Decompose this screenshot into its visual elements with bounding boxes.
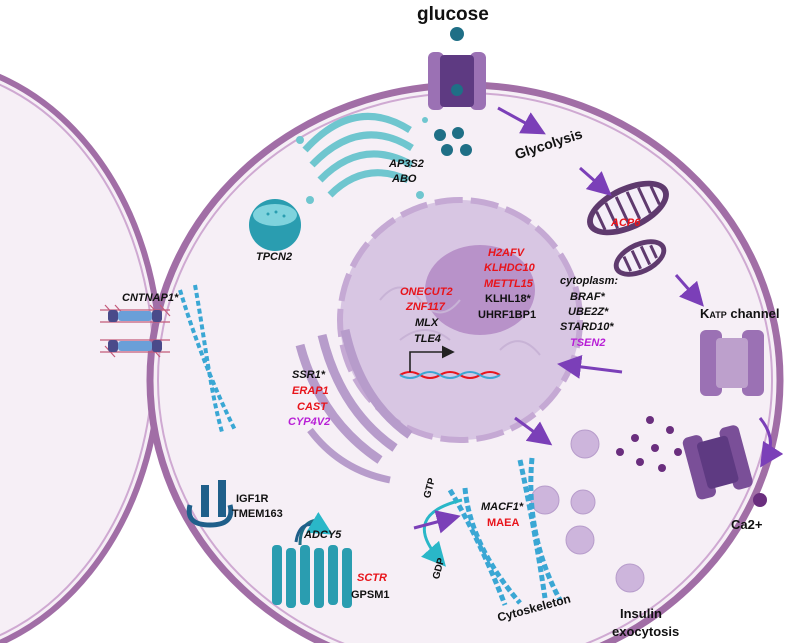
arrow-transport-to-glycolysis — [497, 106, 546, 135]
adcy5-arrow — [294, 511, 333, 543]
lysosome — [249, 199, 301, 251]
adcy5-gene: ADCY5 — [304, 529, 342, 541]
er-gene-ssr1: SSR1* — [292, 369, 326, 381]
insulin-label-line1: Insulin — [620, 606, 662, 621]
gtp-gdp-cycle-arrow — [421, 498, 463, 567]
er-gene-cast: CAST — [297, 401, 327, 413]
nucleus-gene-mettl15: METTL15 — [484, 278, 533, 290]
er-gene-erap1: ERAP1 — [292, 385, 329, 397]
cyto-gene-macf1: MACF1* — [481, 501, 524, 513]
nucleus — [337, 197, 583, 443]
nucleus-gene-tle4: TLE4 — [414, 333, 441, 345]
nucleus-gene-klhdc10: KLHDC10 — [484, 262, 535, 274]
nucleus-gene-znf117: ZNF117 — [406, 301, 445, 313]
nucleus-gene-mlx: MLX — [415, 317, 439, 329]
gpcr-gene-gpsm1: GPSM1 — [351, 589, 390, 601]
glucose-label: glucose — [417, 4, 489, 25]
calcium-label: Ca2+ — [731, 517, 763, 532]
arrow-cytoplasm-to-nucleus — [557, 354, 623, 379]
insulin-granules — [530, 429, 645, 593]
glucose-transporter — [428, 27, 486, 156]
mito-gene: ACP6 — [611, 217, 641, 229]
igf1r-receptor — [186, 480, 234, 528]
pathway-arrows — [413, 106, 784, 534]
arrow-mito-to-katp — [674, 274, 704, 307]
nucleus-gene-uhrf1bp1: UHRF1BP1 — [478, 309, 537, 321]
insulin-label-line2: exocytosis — [612, 624, 680, 639]
arrow-katp-to-calcium — [758, 417, 784, 468]
gpcr-gene-sctr: SCTR — [357, 572, 387, 584]
er-gene-cyp4v2: CYP4V2 — [288, 416, 331, 428]
arrow-gtp-to-cytoskeleton — [413, 510, 461, 534]
golgi-gene-2: ABO — [392, 173, 417, 185]
receptor-gene-igf1r: IGF1R — [236, 493, 269, 505]
calcium-ions — [616, 416, 767, 507]
nucleus-gene-onecut2: ONECUT2 — [400, 286, 453, 298]
cytoplasm-gene-tsen2: TSEN2 — [570, 337, 606, 349]
dna-helix — [399, 371, 501, 379]
endoplasmic-reticulum — [295, 329, 413, 484]
cell-junction — [100, 304, 171, 358]
katp-label-suffix: channel — [726, 306, 780, 321]
katp-label: KATP channel — [700, 307, 779, 320]
nucleus-gene-klhl18: KLHL18* — [485, 293, 531, 305]
katp-channel — [700, 330, 764, 396]
cytoplasm-title: cytoplasm: — [560, 275, 619, 287]
junction-gene: CNTNAP1* — [122, 292, 179, 304]
katp-label-main: K — [700, 306, 710, 321]
cytoplasm-gene-stard10: STARD10* — [560, 321, 614, 333]
cyto-gene-maea: MAEA — [487, 517, 520, 529]
golgi-apparatus — [296, 112, 428, 204]
lysosome-gene: TPCN2 — [256, 251, 293, 263]
calcium-channel — [682, 425, 753, 500]
cytoplasm-gene-ube2z: UBE2Z* — [568, 306, 609, 318]
arrow-nucleus-to-granules — [514, 416, 553, 446]
receptor-gene-tmem163: TMEM163 — [232, 508, 283, 520]
nucleus-gene-h2afv: H2AFV — [488, 247, 525, 259]
cytoplasm-gene-braf: BRAF* — [570, 291, 605, 303]
golgi-gene-1: AP3S2 — [389, 158, 424, 170]
transcription-arrow — [409, 345, 455, 372]
microtubule-junction — [178, 284, 237, 433]
arrow-glycolysis-to-mito — [579, 166, 612, 196]
katp-label-sub: ATP — [709, 310, 727, 320]
